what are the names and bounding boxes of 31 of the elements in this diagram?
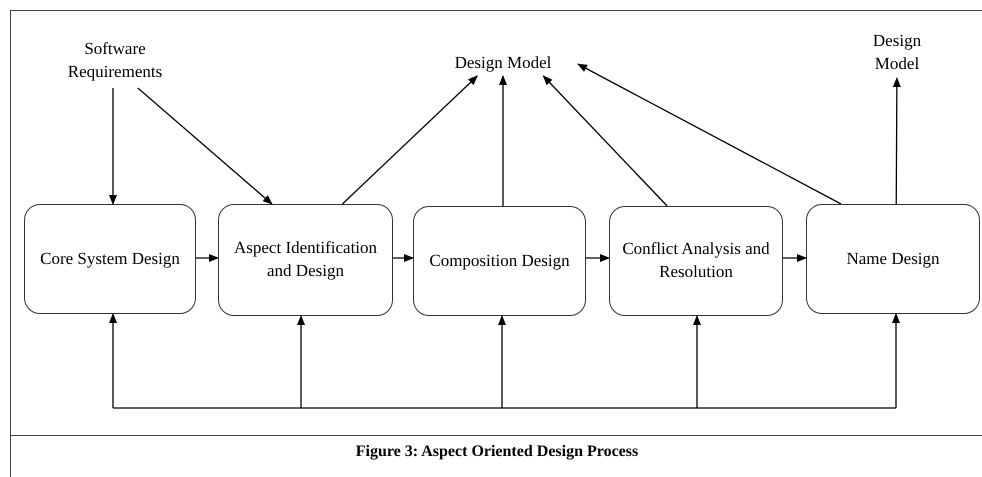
process-box <box>413 206 586 316</box>
arrow <box>892 77 901 204</box>
output-label: Design Model <box>454 52 552 74</box>
arrow <box>498 315 506 408</box>
arrow <box>892 313 900 408</box>
output-label: Software Requirements <box>66 38 164 83</box>
box-label: Core System Design <box>40 248 180 270</box>
arrow <box>499 75 507 206</box>
process-box <box>218 204 393 316</box>
arrow <box>783 254 807 262</box>
arrow <box>137 88 273 205</box>
arrow <box>693 315 701 408</box>
arrow <box>297 315 305 408</box>
arrow <box>109 313 117 408</box>
arrow <box>586 254 610 262</box>
arrow <box>393 254 414 262</box>
box-label: Aspect Identification and Design <box>232 237 378 282</box>
process-box <box>806 204 980 314</box>
box-label: Conflict Analysis and Resolution <box>621 238 771 283</box>
arrow <box>577 64 842 205</box>
output-label: Design Model <box>872 30 922 75</box>
connector-line <box>113 407 896 409</box>
arrow <box>542 75 668 206</box>
arrow <box>342 75 478 204</box>
arrow <box>196 254 219 262</box>
process-box <box>609 206 783 316</box>
process-box <box>24 204 196 314</box>
box-label: Composition Design <box>429 250 570 272</box>
figure-caption: Figure 3: Aspect Oriented Design Process <box>356 442 638 462</box>
box-label: Name Design <box>846 248 940 270</box>
arrow <box>109 88 117 205</box>
